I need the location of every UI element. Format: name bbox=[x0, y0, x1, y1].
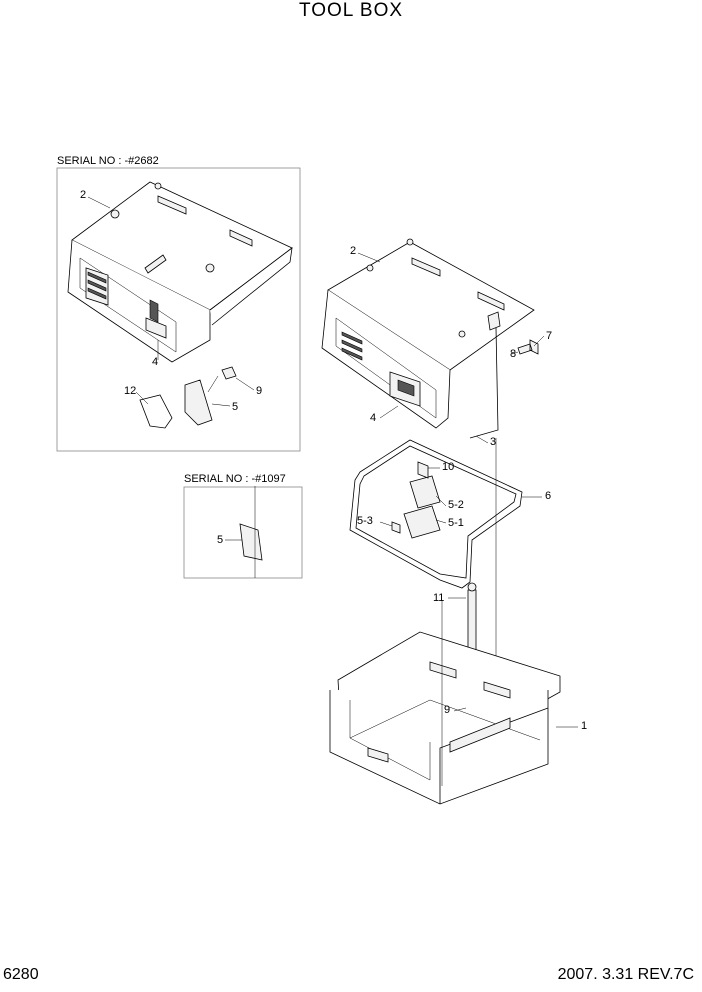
bolt-7 bbox=[517, 339, 539, 355]
callout-inset-5: 5 bbox=[232, 401, 239, 413]
callout-main-9: 9 bbox=[444, 704, 451, 716]
callout-main-4: 4 bbox=[370, 412, 377, 424]
page-number: 6280 bbox=[3, 966, 39, 983]
page-title: TOOL BOX bbox=[298, 0, 404, 21]
plate-5-1 bbox=[403, 505, 441, 539]
plate-5-2 bbox=[409, 475, 441, 509]
bolt-5-3 bbox=[391, 521, 401, 534]
inset-panel-lower bbox=[183, 486, 303, 579]
inset-panel-upper bbox=[56, 167, 301, 452]
callout-main-2: 2 bbox=[350, 245, 357, 257]
inset-cover bbox=[67, 181, 293, 363]
stay-rod-3 bbox=[469, 327, 499, 439]
inset-brackets bbox=[139, 366, 237, 429]
frame-6-inner bbox=[355, 445, 517, 579]
bolt-10 bbox=[417, 461, 429, 479]
serial-no-upper: SERIAL NO : -#2682 bbox=[57, 155, 159, 167]
callout-main-3: 3 bbox=[490, 436, 497, 448]
callout-main-5-2: 5-2 bbox=[448, 499, 464, 511]
callout-small-5: 5 bbox=[217, 534, 224, 546]
callout-inset-2: 2 bbox=[80, 189, 87, 201]
callout-main-6: 6 bbox=[545, 490, 552, 502]
serial-no-lower: SERIAL NO : -#1097 bbox=[184, 473, 286, 485]
hinge-bracket bbox=[487, 311, 501, 331]
frame-6 bbox=[349, 439, 523, 589]
callout-main-11: 11 bbox=[433, 592, 445, 604]
callout-main-5-3: 5-3 bbox=[357, 515, 373, 527]
callout-main-5-1: 5-1 bbox=[448, 517, 464, 529]
leader-lines bbox=[87, 196, 578, 728]
small-inset-bracket bbox=[239, 523, 263, 561]
tool-box-body bbox=[329, 600, 561, 805]
callout-inset-12: 12 bbox=[124, 385, 137, 397]
main-cover bbox=[321, 238, 535, 429]
callout-inset-9: 9 bbox=[256, 385, 263, 397]
callout-main-1: 1 bbox=[581, 720, 588, 732]
callout-inset-4: 4 bbox=[152, 356, 159, 368]
callout-main-8: 8 bbox=[510, 348, 517, 360]
callout-main-7: 7 bbox=[546, 330, 553, 342]
date-revision: 2007. 3.31 REV.7C bbox=[557, 966, 694, 983]
callout-main-10: 10 bbox=[442, 461, 455, 473]
